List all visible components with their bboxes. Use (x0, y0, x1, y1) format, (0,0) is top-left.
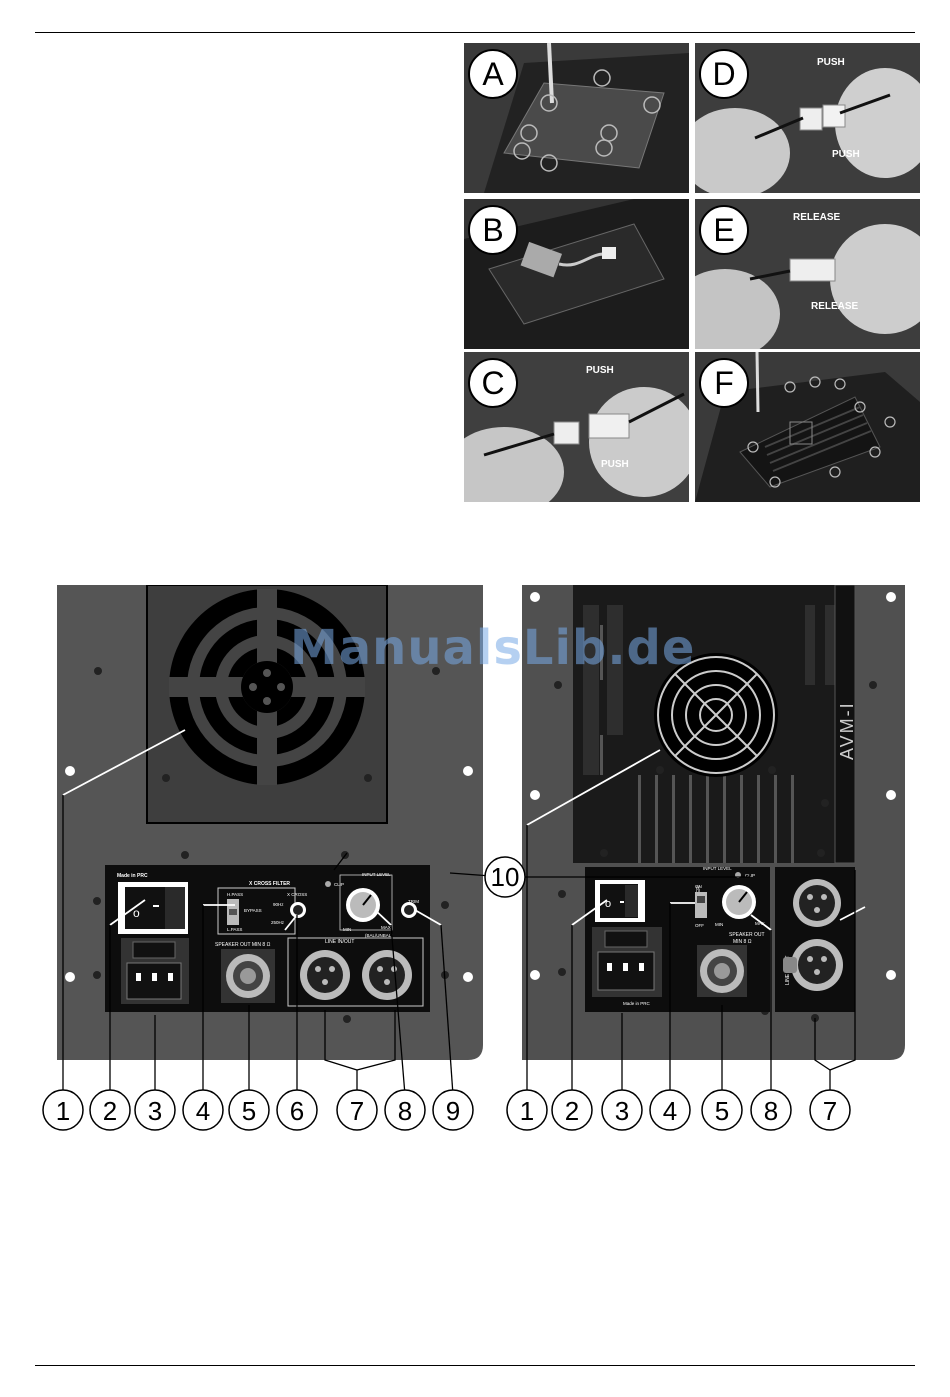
callout-left-8: 8 (398, 1096, 412, 1126)
callout-right-2: 2 (565, 1096, 579, 1126)
callout-left-9: 9 (446, 1096, 460, 1126)
callout-row: 1 2 3 4 5 6 7 8 9 1 2 3 4 5 8 7 (42, 1089, 851, 1131)
callout-10-label: 10 (491, 862, 520, 892)
callout-right-3-circle (601, 1089, 643, 1131)
callout-left-3-circle (134, 1089, 176, 1131)
release-caption-top: RELEASE (793, 212, 841, 223)
bottom-rule (35, 1365, 915, 1366)
line-in-out-label: LINE IN/OUT (325, 939, 354, 945)
xcross-label: X CROSS (287, 892, 307, 897)
release-caption-bottom: RELEASE (811, 301, 859, 312)
bypass-label: BYPASS (244, 908, 262, 913)
watermark: ManualsLib.de (290, 620, 696, 676)
input-level-label: INPUT LEVEL (362, 872, 391, 877)
top-rule (35, 32, 915, 33)
callout-right-8: 8 (764, 1096, 778, 1126)
photo-letter: D (699, 49, 749, 99)
callout-left-2: 2 (103, 1096, 117, 1126)
callout-right-7: 7 (823, 1096, 837, 1126)
xcross-title: X CROSS FILTER (249, 881, 290, 887)
callout-left-1-circle (42, 1089, 84, 1131)
photo-a: A (464, 43, 689, 193)
callout-left-9-circle (432, 1089, 474, 1131)
callout-left-2-circle (89, 1089, 131, 1131)
clip-led-icon (325, 881, 331, 887)
max-label: MAX (755, 921, 765, 926)
made-in-label: Made in PRC (623, 1001, 651, 1006)
made-in-label: Made in PRC (117, 873, 148, 879)
callout-left-7: 7 (350, 1096, 364, 1126)
speaker-out-label: SPEAKER OUT MIN 8 Ω (215, 942, 271, 948)
photo-f: F (695, 352, 920, 502)
photo-e: E RELEASE RELEASE (695, 199, 920, 349)
callout-right-2-circle (551, 1089, 593, 1131)
callout-left-3: 3 (148, 1096, 162, 1126)
callout-right-1-circle (506, 1089, 548, 1131)
callout-right-5: 5 (715, 1096, 729, 1126)
callout-left-6-circle (276, 1089, 318, 1131)
push-caption-top: PUSH (817, 57, 845, 68)
freq-90-label: 90Hz (273, 902, 284, 907)
callout-left-8-circle (384, 1089, 426, 1131)
photo-b: B (464, 199, 689, 349)
min-label: MIN (343, 927, 351, 932)
bal-label: (BAL/UNBAL) (365, 933, 393, 938)
input-level-label: INPUT LEVEL (703, 866, 732, 871)
callout-right-5-circle (701, 1089, 743, 1131)
fan-grille-icon (169, 589, 365, 785)
photo-letter: C (468, 358, 518, 408)
clip-label: CLIP (745, 873, 755, 878)
photo-letter: E (699, 205, 749, 255)
left-panel: Made in PRC o X CROSS FILTER H.PASS BYPA… (57, 585, 483, 1060)
freq-250-label: 250Hz (271, 920, 285, 925)
push-caption-bottom: PUSH (601, 459, 629, 470)
speaker-out-label: SPEAKER OUT (729, 932, 765, 938)
callout-10 (484, 856, 526, 898)
photo-d: D PUSH PUSH (695, 43, 920, 193)
callout-left-5: 5 (242, 1096, 256, 1126)
brand-label: AVM-I (837, 701, 857, 760)
amplifier-panels-diagram: Made in PRC o X CROSS FILTER H.PASS BYPA… (42, 585, 905, 1131)
callout-left-5-circle (228, 1089, 270, 1131)
on-label: ON (695, 884, 702, 889)
photo-letter: B (468, 205, 518, 255)
callout-right-4-circle (649, 1089, 691, 1131)
power-switch-on-glyph: o (133, 906, 140, 920)
trim-label: TRIM (408, 899, 419, 904)
push-caption-top: PUSH (586, 365, 614, 376)
callout-right-4: 4 (663, 1096, 677, 1126)
photo-c: C PUSH PUSH (464, 352, 689, 502)
callout-left-4: 4 (196, 1096, 210, 1126)
callout-left-1: 1 (56, 1096, 70, 1126)
fan-icon (654, 653, 778, 777)
callout-right-8-circle (750, 1089, 792, 1131)
min-label: MIN (715, 922, 723, 927)
callout-right-7-circle (809, 1089, 851, 1131)
power-switch-glyph: o (605, 898, 611, 910)
callout-right-1: 1 (520, 1096, 534, 1126)
right-panel: AVM-I o (522, 585, 905, 1060)
callout-left-7-circle (336, 1089, 378, 1131)
callout-left-6: 6 (290, 1096, 304, 1126)
photo-letter: F (699, 358, 749, 408)
hpass-label: H.PASS (227, 892, 243, 897)
leader-lines-white (62, 729, 866, 931)
lpass-label: L.PASS (227, 927, 242, 932)
max-label: MAX (381, 925, 391, 930)
callout-right-3: 3 (615, 1096, 629, 1126)
callout-left-4-circle (182, 1089, 224, 1131)
push-caption-bottom: PUSH (832, 149, 860, 160)
speaker-min-label: MIN 8 Ω (733, 939, 752, 945)
off-label: OFF (695, 923, 704, 928)
clip-label: CLIP (334, 882, 344, 887)
photo-letter: A (468, 49, 518, 99)
